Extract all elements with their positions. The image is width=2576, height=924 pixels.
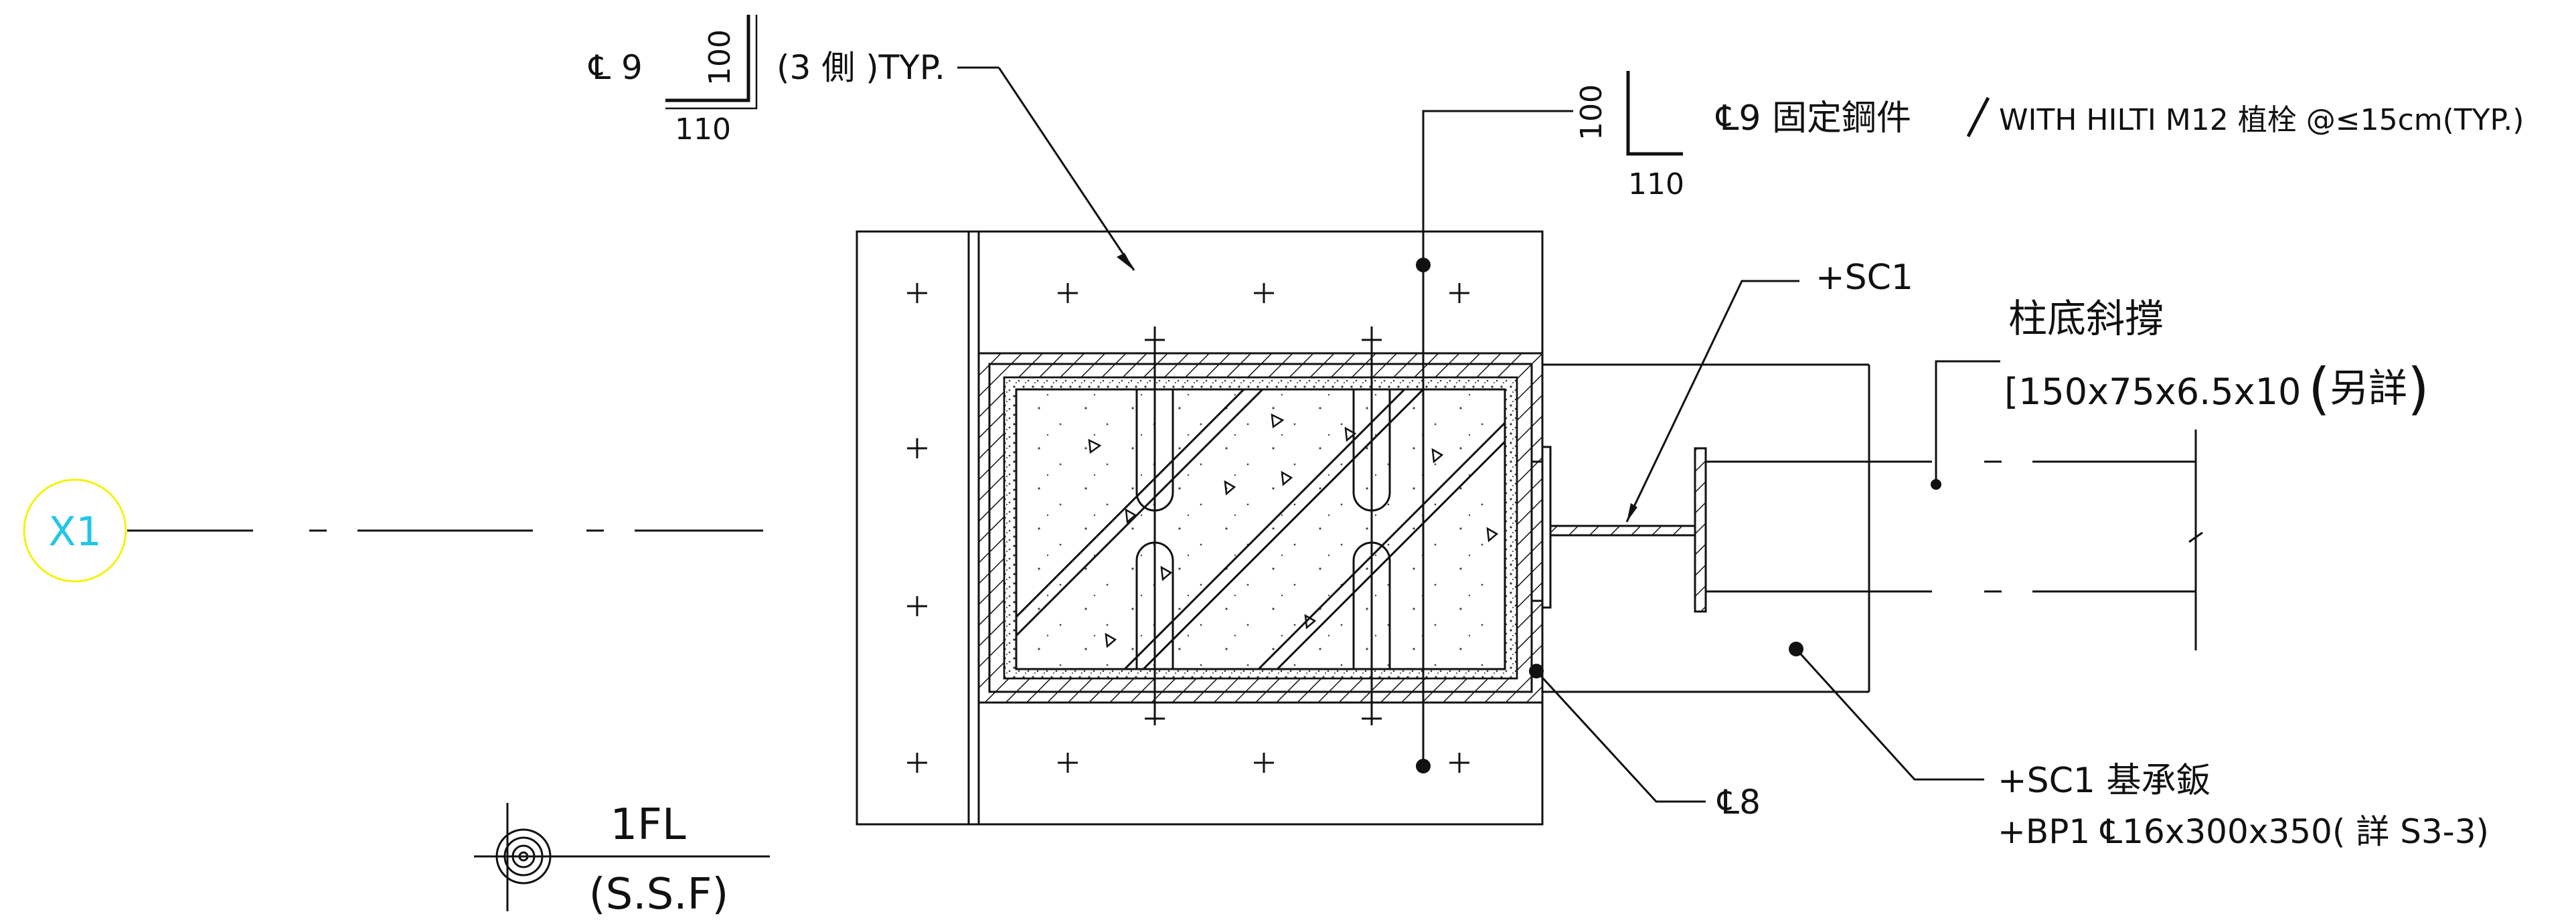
grid-bubble (23, 478, 127, 583)
grid-line-x1: X1 (23, 478, 763, 583)
fixing-plate-text: ℄9 固定鋼件 (1715, 98, 1911, 138)
brace-spec: [150x75x6.5x10 (2004, 371, 2301, 413)
brace-title: 柱底斜撐 (2008, 296, 2164, 341)
brace-note-paren-close: ) (2407, 356, 2429, 422)
angle-note: ℄ 9 100 110 (3 側 )TYP. (588, 15, 945, 147)
base-plate-outline (1542, 363, 1870, 693)
base-plate-note: +SC1 基承鈑 +BP1 ℄16x300x350( 詳 S3-3) (1998, 761, 2489, 851)
brace-detail-ref: 另詳 (2330, 365, 2407, 411)
angle-vertical-leg: 100 (703, 29, 737, 86)
fixing-note: 100 110 ℄9 固定鋼件 WITH HILTI M12 植栓 @≤15cm… (1575, 71, 2524, 201)
sc1-label: +SC1 (1816, 258, 1913, 298)
sc1-member (1549, 447, 1707, 613)
angle-plate-label: ℄ 9 (588, 48, 643, 87)
brace-note: 柱底斜撐 [150x75x6.5x10 ( 另詳 ) (2004, 296, 2429, 422)
base-plate-line2: +BP1 ℄16x300x350( 詳 S3-3) (1998, 812, 2489, 851)
angle-typ-note: (3 側 )TYP. (777, 48, 945, 87)
grid-label: X1 (48, 509, 101, 555)
brace-section-lines (1706, 430, 2203, 650)
box-column-section (977, 327, 1544, 725)
leader-lines (957, 66, 2000, 803)
arrowhead (1627, 503, 1637, 522)
concrete-aggregate-marks (1088, 413, 1499, 648)
anchor-bolt-sleeves (1135, 327, 1391, 725)
plate8-label: ℄8 (1716, 783, 1761, 822)
brace-note-paren-open: ( (2308, 356, 2330, 422)
base-plate-line1: +SC1 基承鈑 (1998, 761, 2211, 801)
level-sub: (S.S.F) (589, 870, 729, 919)
fixing-vertical-leg: 100 (1575, 84, 1609, 141)
slash-mark (1966, 96, 1990, 138)
level-name: 1FL (610, 800, 686, 850)
fixing-steel-line (1416, 110, 1573, 773)
angle-horizontal-leg: 110 (675, 112, 731, 147)
level-marker: 1FL (S.S.F) (474, 800, 770, 919)
arrowhead (1117, 253, 1134, 270)
anchor-crosses (907, 283, 1469, 773)
fixing-anchor-text: WITH HILTI M12 植栓 @≤15cm(TYP.) (1999, 103, 2524, 137)
fixing-horizontal-leg: 110 (1628, 167, 1684, 201)
